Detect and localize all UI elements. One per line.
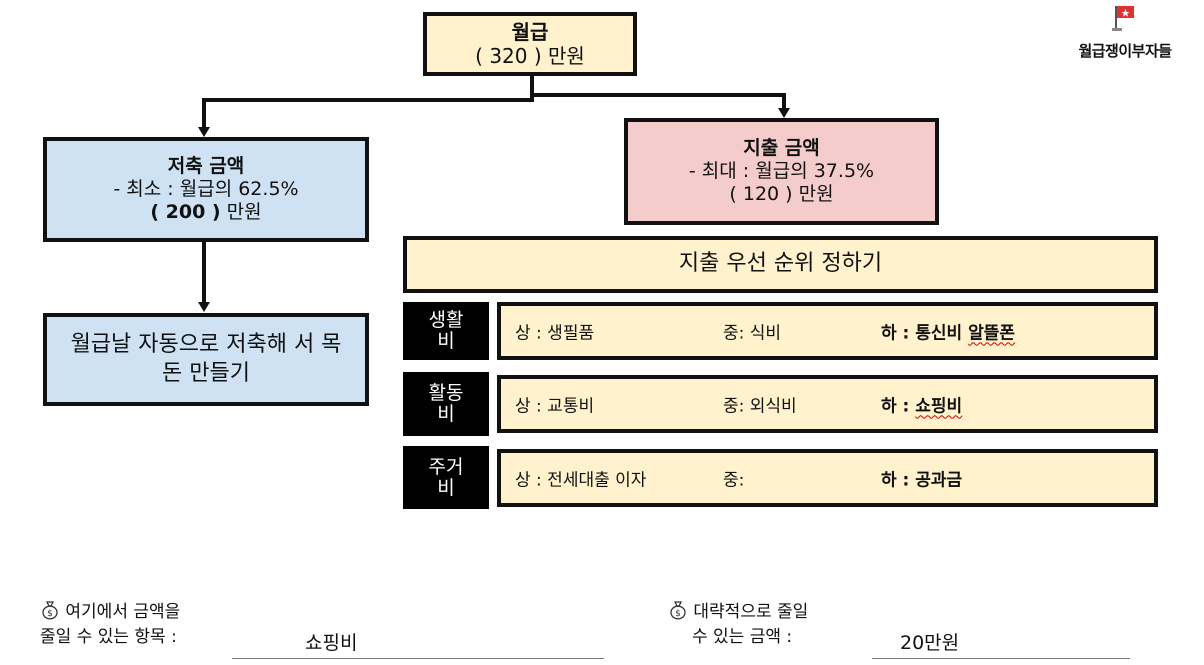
auto-saving-text: 월급날 자동으로 저축해 서 목돈 만들기 — [70, 331, 342, 386]
salary-title: 월급 — [511, 20, 549, 44]
saving-amount-value: ( 200 ) — [150, 200, 221, 223]
priority-mid: 중: — [723, 470, 745, 491]
answer-reducible-item: 쇼핑비 — [305, 632, 358, 654]
flag-icon — [1112, 6, 1134, 31]
salary-amount: ( 320 ) 만원 — [475, 44, 585, 68]
saving-box: 저축 금액 - 최소 : 월급의 62.5% ( 200 ) 만원 — [43, 137, 369, 242]
arrow-to-spending — [778, 108, 790, 118]
priority-mid: 중: 식비 — [723, 323, 782, 344]
category-row-living: 상 : 생필품 중: 식비 하 : 통신비 알뜰폰 — [497, 302, 1158, 360]
saving-min-ratio: - 최소 : 월급의 62.5% — [113, 178, 299, 201]
money-bag-icon: $ — [670, 601, 686, 620]
priority-low-highlight: 알뜰폰 — [968, 323, 1016, 344]
connector-salary-down — [530, 76, 534, 98]
priority-low: 하 : 쇼핑비 — [881, 396, 963, 417]
connector-saving-down — [202, 242, 206, 303]
priority-high: 상 : 전세대출 이자 — [515, 470, 647, 491]
answer-line-1 — [232, 658, 604, 659]
money-bag-icon: $ — [42, 601, 58, 620]
priority-title: 지출 우선 순위 정하기 — [678, 251, 883, 277]
priority-low-highlight: 쇼핑비 — [915, 396, 963, 417]
connector-right-down — [782, 93, 786, 109]
priority-header: 지출 우선 순위 정하기 — [403, 236, 1158, 293]
priority-high: 상 : 생필품 — [515, 323, 595, 344]
priority-mid: 중: 외식비 — [723, 396, 797, 417]
connector-horizontal-left — [202, 98, 534, 102]
answer-reducible-amount: 20만원 — [900, 632, 960, 654]
svg-text:$: $ — [675, 609, 681, 619]
answer-line-2 — [872, 658, 1130, 659]
question1-line2: 줄일 수 있는 항목 : — [40, 626, 177, 647]
svg-text:$: $ — [47, 609, 53, 619]
arrow-to-saving — [198, 127, 210, 137]
arrow-to-auto-saving — [198, 302, 210, 312]
category-row-housing: 상 : 전세대출 이자 중: 하 : 공과금 — [497, 449, 1158, 507]
spending-max-ratio: - 최대 : 월급의 37.5% — [688, 160, 875, 183]
category-row-activity: 상 : 교통비 중: 외식비 하 : 쇼핑비 — [497, 375, 1158, 433]
priority-high: 상 : 교통비 — [515, 396, 595, 417]
spending-title: 지출 금액 — [743, 137, 820, 160]
priority-low: 하 : 통신비 알뜰폰 — [881, 323, 1016, 344]
saving-amount: ( 200 ) 만원 — [150, 201, 261, 224]
question-reducible-item: $ 여기에서 금액을 줄일 수 있는 항목 : — [40, 600, 180, 649]
salary-box: 월급 ( 320 ) 만원 — [423, 12, 637, 76]
spending-box: 지출 금액 - 최대 : 월급의 37.5% ( 120 ) 만원 — [624, 118, 939, 225]
question-reducible-amount: $ 대략적으로 줄일 수 있는 금액 : — [668, 600, 808, 649]
saving-amount-unit: 만원 — [220, 200, 262, 223]
question2-line2: 수 있는 금액 : — [692, 626, 793, 647]
priority-low: 하 : 공과금 — [881, 470, 963, 491]
connector-horizontal-right — [530, 93, 786, 97]
brand-name: 월급쟁이부자들 — [1078, 42, 1172, 60]
auto-saving-box: 월급날 자동으로 저축해 서 목돈 만들기 — [43, 313, 369, 406]
saving-title: 저축 금액 — [167, 155, 245, 178]
connector-left-down — [202, 98, 206, 128]
spending-amount: ( 120 ) 만원 — [729, 182, 834, 205]
brand-logo: 월급쟁이부자들 — [1050, 4, 1200, 61]
